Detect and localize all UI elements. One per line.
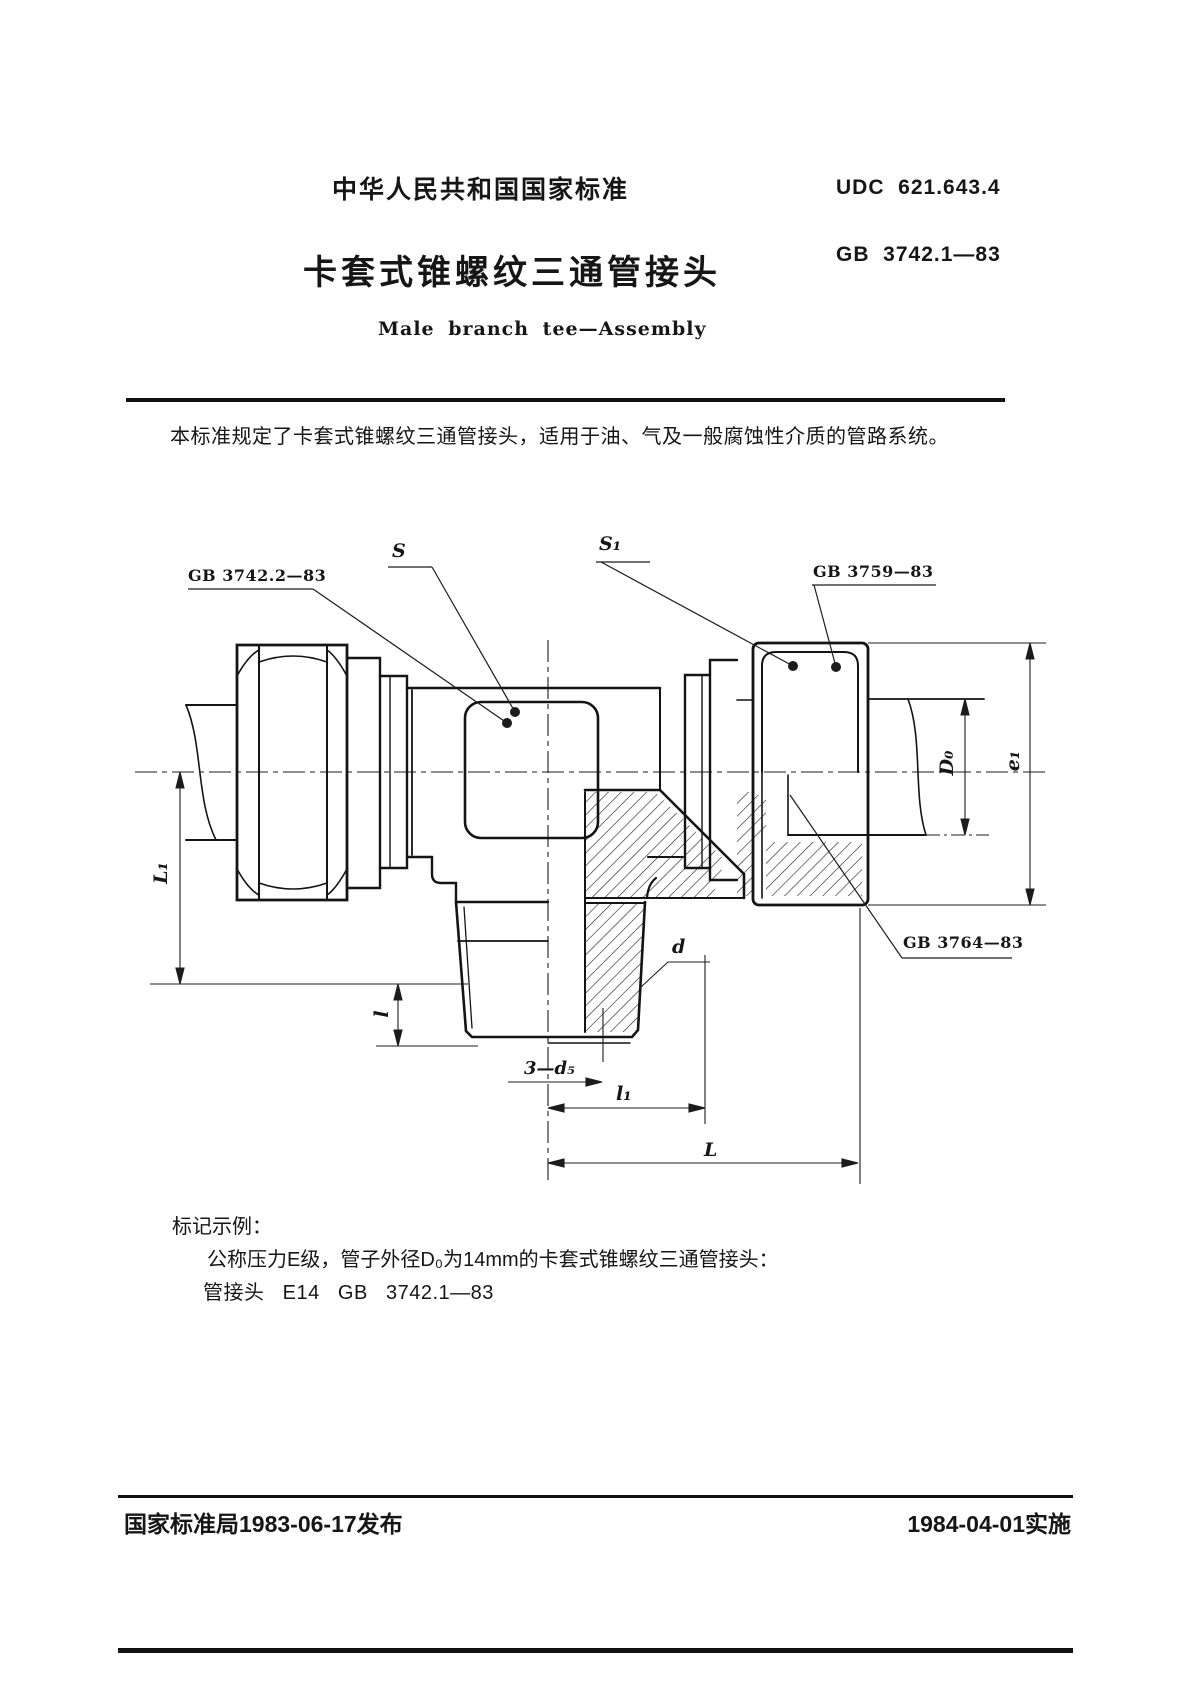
ferrule-standard-callout: GB 3764—83 [903, 933, 1024, 952]
example-line-1: 公称压力E级，管子外径D₀为14mm的卡套式锥螺纹三通管接头： [207, 1249, 779, 1271]
footer-divider [118, 1495, 1073, 1498]
dim-label-L1: L₁ [150, 862, 172, 884]
standard-number: GB 3742.1—83 [836, 243, 1001, 266]
section-hatching [585, 792, 862, 1032]
effective-date: 1984-04-01实施 [907, 1511, 1071, 1537]
example-heading: 标记示例： [172, 1216, 272, 1238]
issue-date: 国家标准局1983-06-17发布 [124, 1511, 403, 1537]
body-standard-callout: GB 3742.2—83 [188, 566, 327, 585]
dim-label-l: l [371, 1010, 393, 1018]
header-divider [126, 398, 1005, 402]
example-line-2: 管接头 E14 GB 3742.1—83 [203, 1282, 494, 1304]
fitting-outline [185, 641, 985, 1044]
centerlines [135, 640, 1045, 1183]
dim-label-3-d5: 3—d₅ [524, 1058, 575, 1079]
bottom-border [118, 1648, 1073, 1653]
dim-label-d0: D₀ [936, 750, 958, 776]
wrench-size-s-label: S [392, 540, 406, 562]
dimension-lines [150, 642, 1046, 1184]
nut-standard-callout: GB 3759—83 [813, 562, 934, 581]
page-title: 卡套式锥螺纹三通管接头 [303, 254, 721, 292]
udc-number: UDC 621.643.4 [836, 176, 1001, 199]
dim-label-e1: e₁ [1002, 750, 1024, 772]
scope-paragraph: 本标准规定了卡套式锥螺纹三通管接头，适用于油、气及一般腐蚀性介质的管路系统。 [170, 426, 949, 448]
callout-leaders [188, 561, 1012, 959]
dim-label-l1: l₁ [616, 1083, 632, 1105]
dim-label-d: d [672, 936, 686, 958]
english-subtitle: Male branch tee—Assembly [378, 318, 707, 340]
wrench-size-s1-label: S₁ [599, 533, 622, 555]
dim-label-L: L [704, 1139, 718, 1161]
national-standard-heading: 中华人民共和国国家标准 [332, 176, 630, 204]
